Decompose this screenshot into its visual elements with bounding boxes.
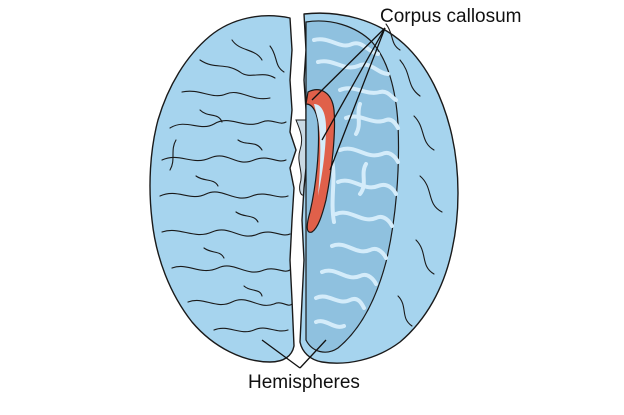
- corpus-callosum-inner: [314, 104, 326, 196]
- hemispheres-leaders: [261, 339, 327, 369]
- right-hemisphere: [299, 12, 459, 364]
- corpus-callosum-label: Corpus callosum: [380, 6, 522, 27]
- hemispheres-label: Hemispheres: [248, 372, 360, 393]
- corpus-callosum-leaders: [311, 27, 386, 171]
- white-matter: [312, 37, 400, 329]
- left-hemisphere-outline: [149, 15, 297, 363]
- left-hemisphere: [149, 15, 297, 363]
